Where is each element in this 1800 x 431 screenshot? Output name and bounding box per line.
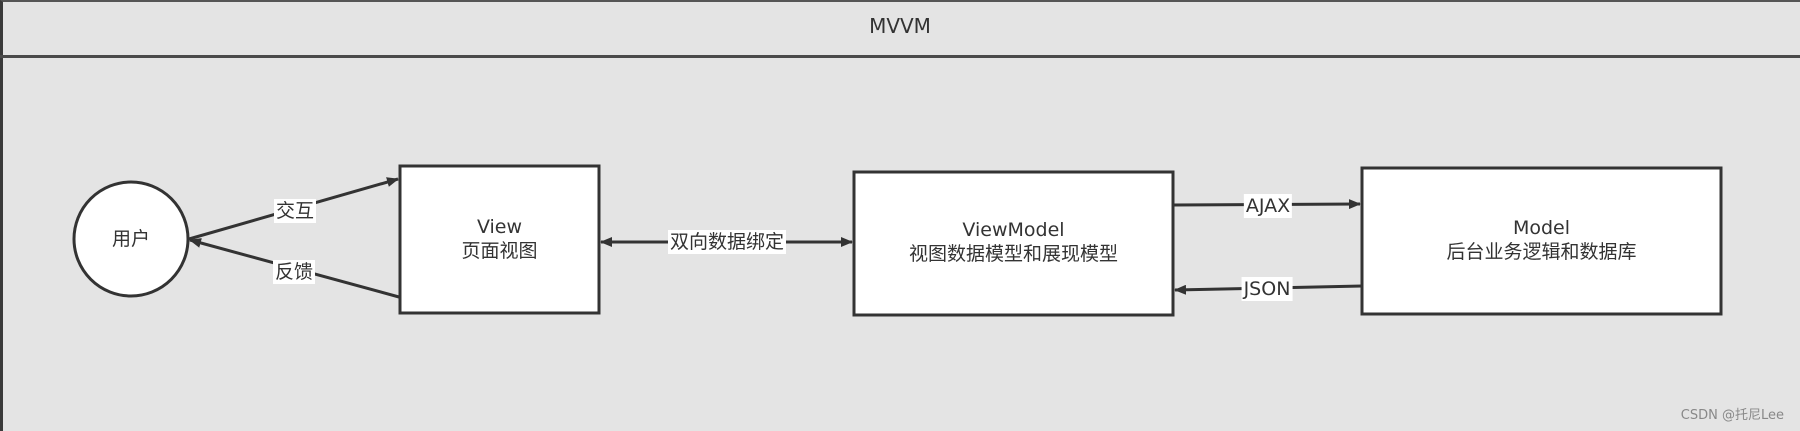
edge-ajax-label: AJAX	[1243, 194, 1293, 218]
node-viewmodel-subtitle: 视图数据模型和展现模型	[908, 243, 1118, 265]
edge-binding-label: 双向数据绑定	[667, 230, 787, 254]
edge-feedback-label: 反馈	[272, 260, 316, 284]
header-divider	[0, 55, 1800, 58]
diagram-title: MVVM	[869, 14, 931, 38]
node-view-title: View	[476, 216, 523, 238]
node-view: View 页面视图	[400, 215, 599, 263]
node-model: Model 后台业务逻辑和数据库	[1362, 216, 1721, 264]
node-user-label: 用户	[111, 228, 150, 250]
edge-interact-label: 交互	[273, 199, 317, 223]
node-user-shape	[72, 180, 190, 298]
node-model-shape	[1360, 166, 1723, 316]
watermark: CSDN @托尼Lee	[1680, 408, 1784, 423]
node-viewmodel-title: ViewModel	[962, 219, 1065, 241]
node-viewmodel: ViewModel 视图数据模型和展现模型	[854, 218, 1173, 266]
node-view-subtitle: 页面视图	[461, 240, 538, 262]
node-viewmodel-shape	[852, 170, 1175, 317]
node-view-shape	[398, 164, 601, 315]
edge-json-label: JSON	[1241, 277, 1293, 301]
node-model-subtitle: 后台业务逻辑和数据库	[1446, 241, 1637, 263]
node-model-title: Model	[1512, 217, 1571, 239]
